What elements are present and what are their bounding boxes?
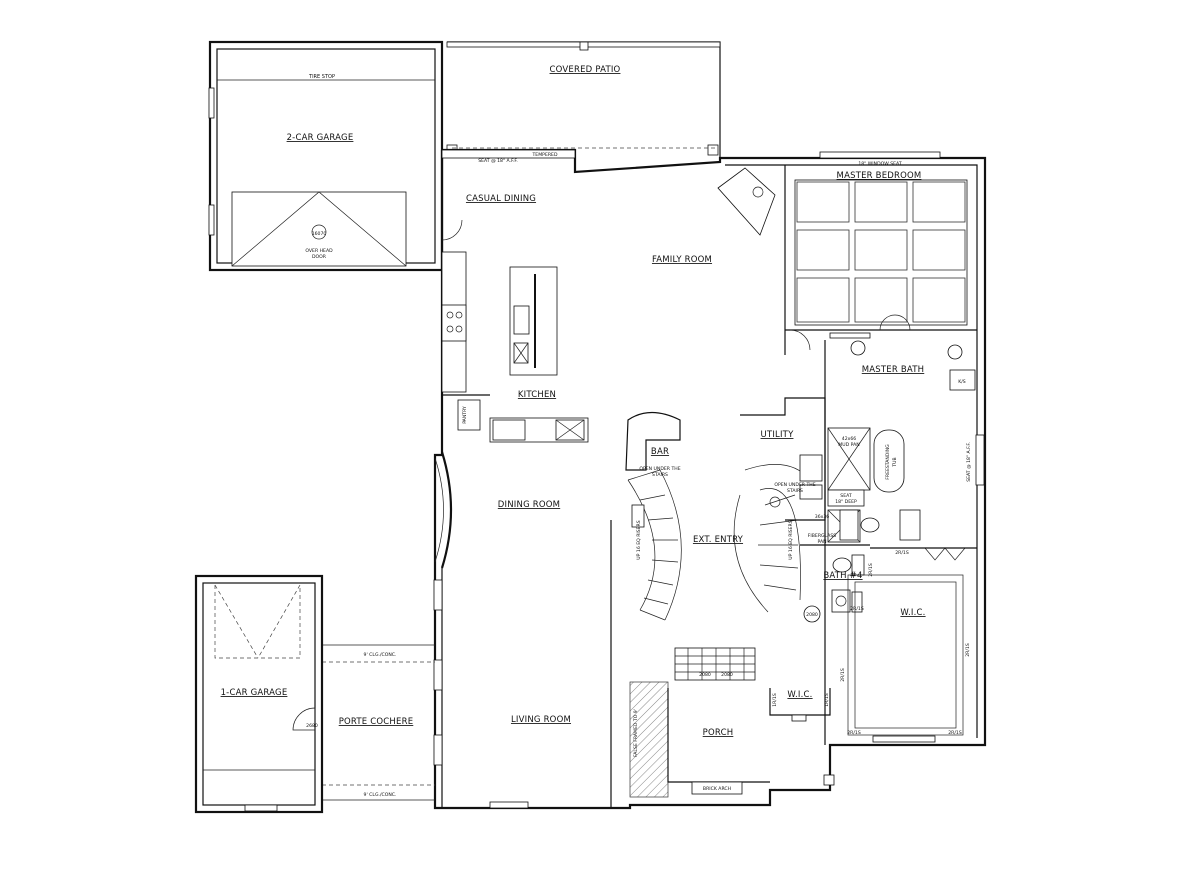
note-door-2080-b: 2080: [721, 672, 733, 678]
note-overhead-door-2: DOOR: [312, 254, 327, 260]
note-brick-arch: BRICK ARCH: [703, 786, 731, 792]
note-overhead-door-1: OVER HEAD: [305, 248, 333, 254]
note-open-under-stairs-3: OPEN UNDER THE: [774, 482, 815, 488]
house-exterior-walls: [433, 148, 987, 810]
note-mud-pan-1: 42x66: [842, 436, 856, 442]
note-shower-3: PAN: [817, 539, 826, 545]
note-door-2680: 2680: [306, 723, 318, 729]
note-clg-bottom: 9' CLG./CONC.: [364, 792, 397, 798]
garage-1car: [194, 574, 324, 814]
kitchen-walls: [441, 219, 589, 455]
label-casual-dining: CASUAL DINING: [466, 194, 536, 204]
label-porte-cochere: PORTE COCHERE: [339, 717, 414, 727]
note-open-under-stairs-2: STAIRS: [652, 472, 668, 478]
note-seat-aff: SEAT @ 18" A.F.F.: [478, 158, 518, 164]
note-open-under-stairs-4: STAIRS: [787, 488, 803, 494]
note-up-left: UP 16 EQ RISERS: [636, 520, 642, 559]
label-garage-2car: 2-CAR GARAGE: [287, 133, 354, 143]
note-seat-18-2: 18" DEEP: [835, 499, 857, 505]
porch: [629, 647, 835, 798]
note-shelf-2r1s-5: 2R/1S: [840, 668, 846, 682]
note-pantry: PANTRY: [462, 406, 468, 424]
note-window-seat: 18" WINDOW SEAT: [858, 161, 902, 167]
note-seat-right: SEAT @ 18" A.F.F.: [966, 442, 972, 482]
note-freestanding-2: TUB: [892, 457, 898, 467]
living-room-walls: [433, 520, 612, 809]
note-shelf-2r1s-7: 2R/1S: [948, 730, 962, 736]
small-wic: [769, 688, 831, 722]
label-master-wic: W.I.C.: [900, 608, 925, 618]
note-up-right: UP 16 EQ RISERS: [788, 520, 794, 559]
porte-cochere: [322, 644, 435, 801]
note-shelf-2r1s-2: 2R/1S: [868, 563, 874, 577]
note-shelf-2r1s-3: 2R/1S: [850, 606, 864, 612]
covered-patio: [446, 41, 721, 162]
label-bath4: BATH #4: [823, 571, 862, 581]
note-shelf-1r1s-1: 1R/1S: [772, 693, 778, 707]
dining-bay-window: [434, 451, 453, 569]
label-bar: BAR: [651, 447, 669, 457]
master-wic: [847, 547, 977, 743]
note-seat-18-1: SEAT: [840, 493, 852, 499]
note-door-2080-a: 2080: [699, 672, 711, 678]
master-bedroom: [717, 165, 977, 355]
note-false-framed: FALSE FRAMED TO 9': [633, 709, 639, 757]
note-freestanding-1: FREESTANDING: [885, 444, 891, 480]
garage-2car: [208, 40, 444, 272]
bath4: [800, 544, 870, 623]
note-clg-top: 9' CLG./CONC.: [364, 652, 397, 658]
note-shelf-2r1s-4: 2R/1S: [965, 643, 971, 657]
note-shelf-2r1s-6: 2R/1S: [847, 730, 861, 736]
label-master-bedroom: MASTER BEDROOM: [837, 171, 922, 181]
note-open-under-stairs-1: OPEN UNDER THE: [639, 466, 680, 472]
utility-walls: [740, 397, 826, 521]
label-living-room: LIVING ROOM: [511, 715, 571, 725]
note-tempered: TEMPERED: [532, 152, 558, 158]
staircase-left: [625, 411, 682, 621]
note-tire-stop: TIRE STOP: [308, 74, 335, 80]
label-ext-entry: EXT. ENTRY: [693, 535, 744, 545]
label-covered-patio: COVERED PATIO: [550, 65, 621, 75]
label-master-bath: MASTER BATH: [862, 365, 925, 375]
label-kitchen: KITCHEN: [518, 390, 556, 400]
note-shelf-2r1s-1: 2R/1S: [895, 550, 909, 556]
label-utility: UTILITY: [761, 430, 795, 440]
label-family-room: FAMILY ROOM: [652, 255, 712, 265]
label-dining-room: DINING ROOM: [498, 500, 560, 510]
note-shelf-1r1s-2: 1R/1S: [824, 693, 830, 707]
label-small-wic: W.I.C.: [787, 690, 812, 700]
note-door-2080-c: 2080: [806, 612, 818, 618]
label-porch: PORCH: [703, 728, 734, 738]
note-garage-door-size: 16070: [312, 231, 327, 237]
master-bath: [824, 332, 976, 745]
note-shower-1: 36x36: [815, 514, 829, 520]
note-ks: K/S: [958, 379, 966, 385]
note-shower-2: FIBERGLASS: [808, 533, 837, 539]
label-garage-1car: 1-CAR GARAGE: [221, 688, 288, 698]
note-mud-pan-2: MUD PAN: [838, 442, 859, 448]
